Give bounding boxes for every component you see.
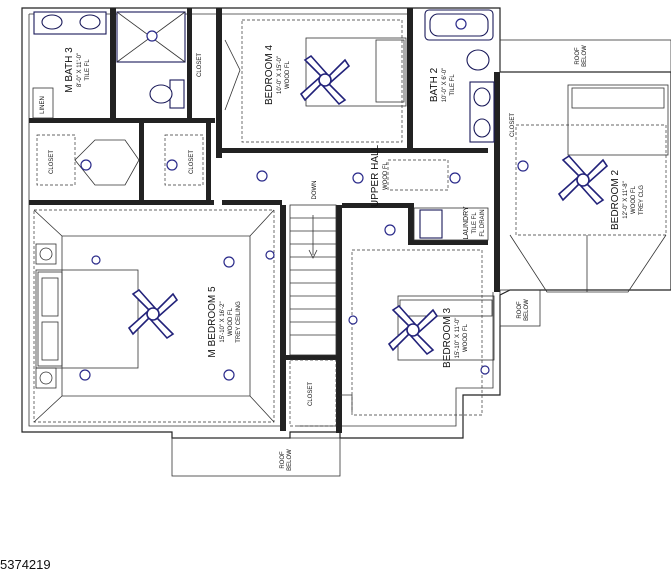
light-fixtures <box>79 18 529 381</box>
bed-bedroom4 <box>305 37 407 107</box>
roof-below-label: ROOF <box>280 451 286 469</box>
interior-walls <box>29 8 500 433</box>
room-name-bedroom2: BEDROOM 2 <box>610 170 621 230</box>
closet-stairs <box>289 359 337 427</box>
room-name-bedroom3: BEDROOM 3 <box>442 308 453 368</box>
room-floor-bath2: TILE FL <box>450 74 456 96</box>
closet-label: CLOSET <box>197 53 203 77</box>
closet-right <box>164 134 204 186</box>
closet-label: CLOSET <box>189 150 195 174</box>
room-name-bedroom4: BEDROOM 4 <box>264 45 275 105</box>
closet-label: CLOSET <box>308 382 314 406</box>
room-name-m-bedroom5: M BEDROOM 5 <box>207 286 218 358</box>
room-floor-bedroom3: WOOD FL <box>463 323 469 352</box>
room-floor-m-bedroom5: WOOD FL <box>228 307 234 336</box>
room-name-upper-hall: UPPER HALL <box>370 144 381 207</box>
room-name-bath2: BATH 2 <box>429 67 440 102</box>
toilet-bath2-icon <box>466 49 490 71</box>
roof-below-right <box>499 289 541 327</box>
room-ceiling-m-bedroom5: TREY CEILING <box>236 301 242 343</box>
listing-number: 5374219 <box>0 557 51 572</box>
sink-left-icon <box>41 14 63 30</box>
roof-below-top-right <box>499 39 671 73</box>
ceiling-fan-icon <box>557 154 609 206</box>
bed-bedroom2 <box>567 84 669 156</box>
room-floor-bedroom4: WOOD FL <box>285 60 291 89</box>
room-name-m-bath3: M BATH 3 <box>64 47 75 93</box>
room-floor-m-bath3: TILE FL <box>85 59 91 81</box>
room-dims-bedroom2: 12'-0" X 11'-8" <box>623 181 629 218</box>
roof-below-bottom <box>171 437 341 477</box>
staircase <box>289 204 337 356</box>
stairs-down-label: DOWN <box>312 181 318 200</box>
room-dims-m-bath3: 8'-0" X 11'-0" <box>77 53 83 87</box>
linen-closet <box>32 87 54 119</box>
toilet-bowl-icon <box>149 84 173 104</box>
room-extra-laundry: FL DRAIN <box>480 209 486 236</box>
room-dims-bedroom3: 15'-10" X 11'-0" <box>455 318 461 359</box>
room-dims-bath2: 10'-0" X 6'-0" <box>442 68 448 103</box>
exterior-wall <box>21 7 671 439</box>
room-floor-laundry: TILE FL <box>472 212 478 234</box>
roof-below-label: BELOW <box>524 299 530 321</box>
room-dims-m-bedroom5: 15'-10" X 16'-2" <box>220 301 226 342</box>
roof-below-label: BELOW <box>287 449 293 471</box>
roof-below-label: ROOF <box>575 47 581 65</box>
room-floor-upper-hall: WOOD FL <box>383 161 389 190</box>
laundry-room <box>413 207 489 241</box>
linen-label: LINEN <box>40 96 46 114</box>
ceiling-fan-icon <box>127 288 179 340</box>
room-ceiling-bedroom2: TREY CLG <box>639 185 645 215</box>
roof-below-label: ROOF <box>517 301 523 319</box>
room-name-laundry: LAUNDRY <box>463 206 470 240</box>
sink-right-icon <box>79 14 101 30</box>
closet-label: CLOSET <box>49 150 55 174</box>
room-dims-bedroom4: 10'-0" X 15'-0" <box>277 56 283 94</box>
roof-below-label: BELOW <box>582 45 588 67</box>
ceiling-fan-icon <box>299 54 351 106</box>
nightstand-bottom <box>35 367 57 389</box>
closet-label: CLOSET <box>510 113 516 137</box>
bed-bedroom3 <box>397 295 495 361</box>
room-floor-bedroom2: WOOD FL <box>631 185 637 214</box>
nightstand-top <box>35 243 57 265</box>
ceiling-fan-icon <box>387 304 439 356</box>
